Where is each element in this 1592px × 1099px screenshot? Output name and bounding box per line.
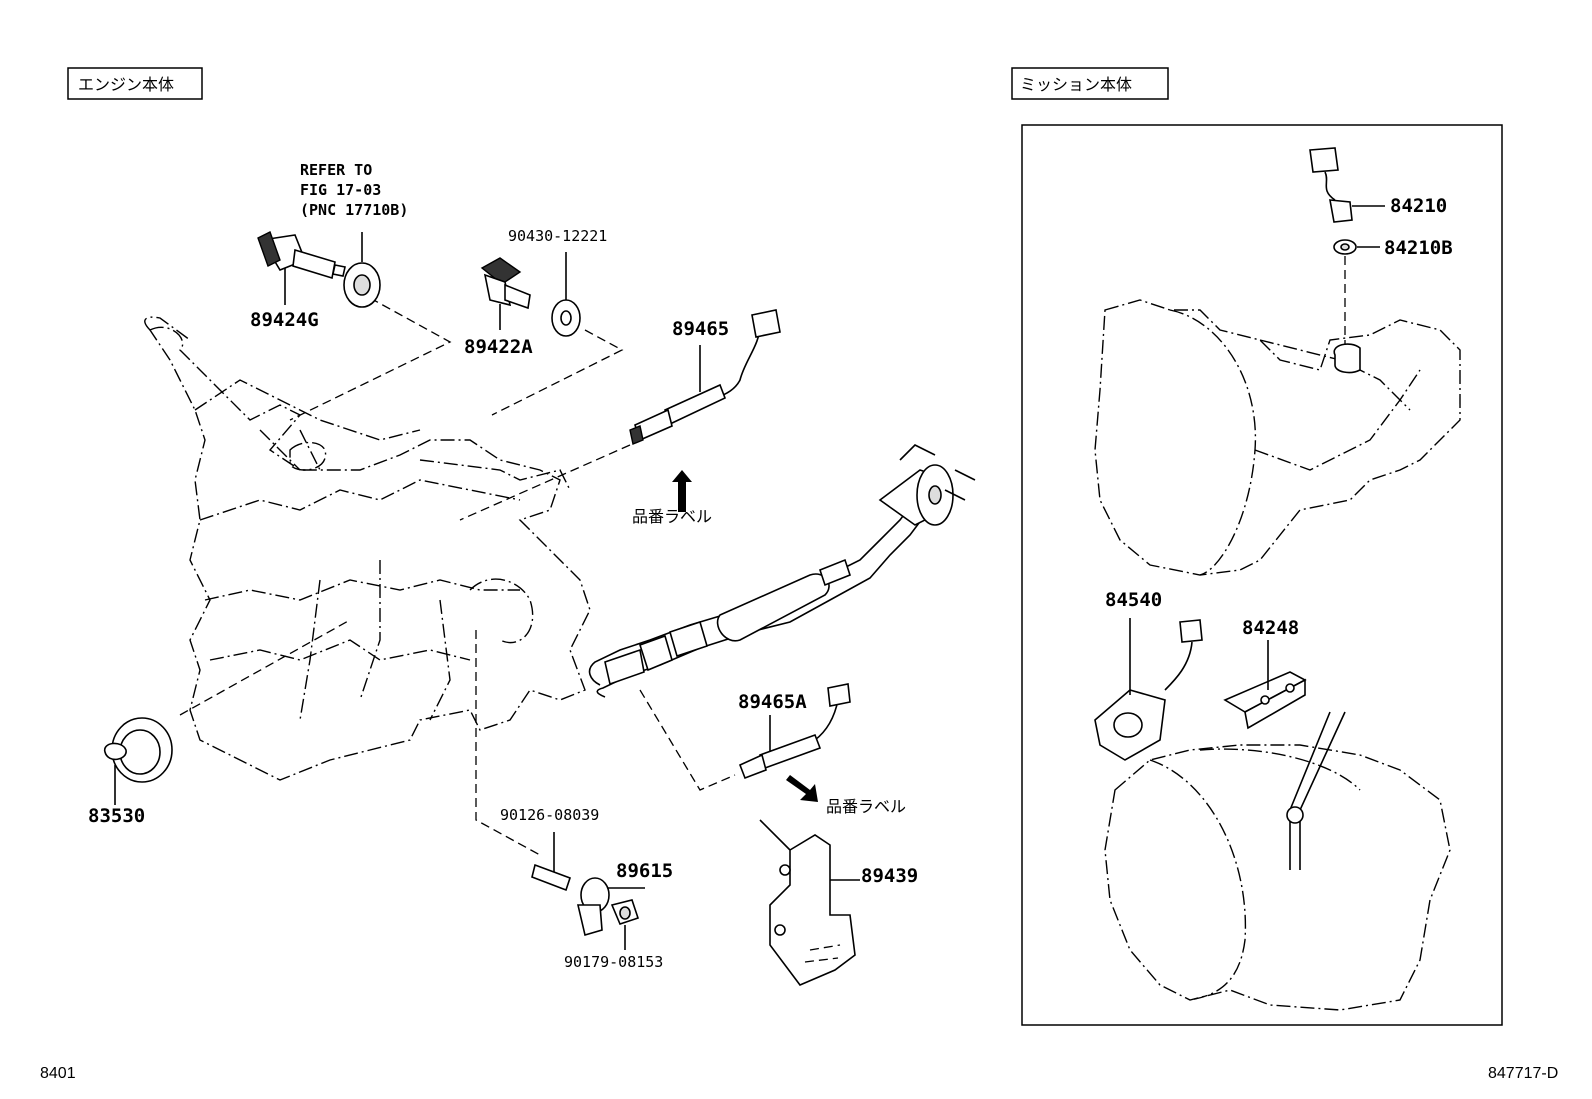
- part-number-84248: 84248: [1242, 617, 1299, 639]
- sender-83530: [104, 717, 173, 805]
- oxygen-sensor-89465a: [738, 683, 851, 802]
- part-number-89422a: 89422A: [464, 336, 533, 358]
- footer-right-code: 847717-D: [1488, 1065, 1558, 1082]
- part-number-89439: 89439: [861, 865, 918, 887]
- part-number-84210b: 84210B: [1384, 237, 1453, 259]
- reference-note: REFER TO FIG 17-03 (PNC 17710B): [300, 161, 408, 219]
- part-label-upper: 品番ラベル: [632, 507, 712, 526]
- part-number-89465: 89465: [672, 318, 729, 340]
- oxygen-sensor-89465: [629, 309, 781, 512]
- transmission-lower-outline: [1104, 711, 1451, 1011]
- sensor-89422a: [480, 252, 581, 337]
- reference-note-line1: REFER TO: [300, 161, 372, 179]
- engine-section-header: エンジン本体: [67, 67, 203, 100]
- part-number-83530: 83530: [88, 805, 145, 827]
- exhaust-system: [588, 444, 976, 698]
- knock-sensor-group: [531, 832, 645, 950]
- bracket-84248: [1223, 640, 1307, 730]
- engine-leader-lines: [179, 297, 736, 856]
- switch-84540: [1094, 618, 1203, 761]
- part-number-90179-08153: 90179-08153: [564, 953, 663, 971]
- part-number-84210: 84210: [1390, 195, 1447, 217]
- part-number-90126-08039: 90126-08039: [500, 806, 599, 824]
- part-number-89615: 89615: [616, 860, 673, 882]
- part-label-lower: 品番ラベル: [826, 797, 906, 816]
- part-number-84540: 84540: [1105, 589, 1162, 611]
- bracket-89439: [759, 819, 860, 986]
- transmission-upper-outline: [1094, 299, 1461, 576]
- engine-block-outline: [144, 316, 591, 781]
- footer-left-code: 8401: [40, 1065, 76, 1082]
- engine-section-label: エンジン本体: [78, 75, 174, 94]
- reference-note-line3: (PNC 17710B): [300, 201, 408, 219]
- reference-note-line2: FIG 17-03: [300, 181, 381, 199]
- sensor-84210: [1309, 147, 1385, 345]
- part-number-89465a: 89465A: [738, 691, 807, 713]
- transmission-panel-frame: [1021, 124, 1503, 1026]
- part-number-90430-12221: 90430-12221: [508, 227, 607, 245]
- sensor-89424g: [257, 231, 381, 308]
- transmission-section-header: ミッション本体: [1011, 67, 1169, 100]
- transmission-section-label: ミッション本体: [1020, 75, 1132, 94]
- part-number-89424g: 89424G: [250, 309, 319, 331]
